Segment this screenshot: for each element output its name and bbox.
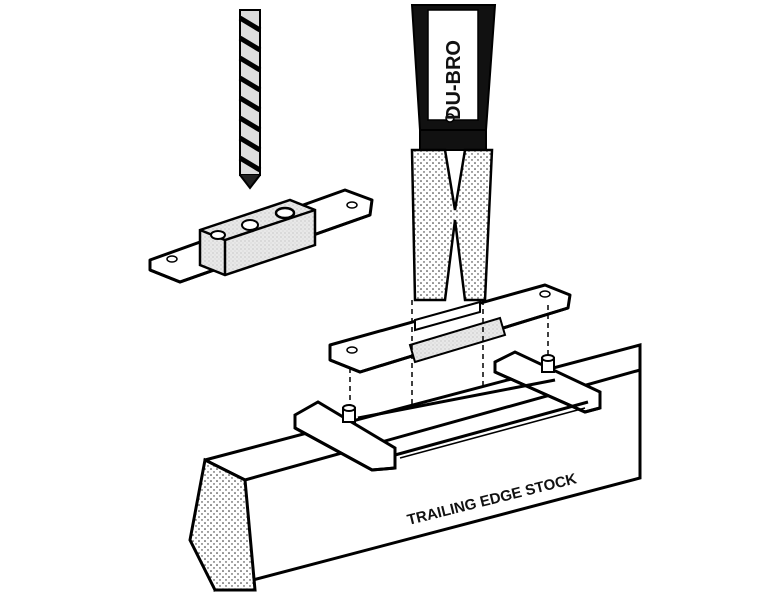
hinge-over-slot (328, 283, 572, 374)
drill-bit (238, 9, 262, 190)
du-bro-hinge-slotting-tool: DU-BRO (410, 4, 497, 302)
du-bro-brand-label: DU-BRO (443, 40, 465, 120)
hinge-slotting-jig (293, 350, 602, 472)
hinge-drilled (148, 188, 374, 284)
trailing-edge-stock: TRAILING EDGE STOCK (188, 343, 642, 592)
